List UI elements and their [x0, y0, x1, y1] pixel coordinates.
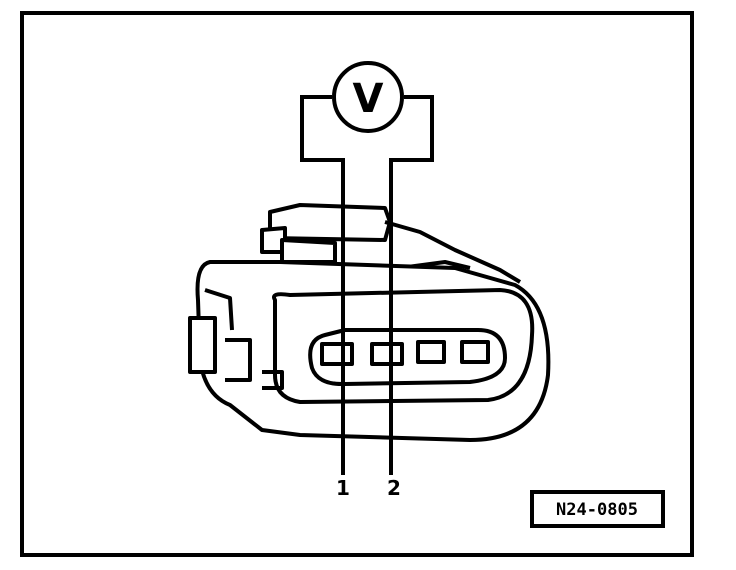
probe-lead-1	[300, 95, 345, 475]
probe-leads	[300, 95, 434, 475]
voltmeter-label: V	[353, 76, 384, 122]
pin-label-2: 2	[387, 476, 401, 500]
figure-code: N24-0805	[556, 500, 638, 520]
connector-housing	[188, 203, 551, 442]
figure-code-box: N24-0805	[530, 490, 665, 528]
voltmeter-symbol: V	[332, 61, 404, 133]
pin-label-1: 1	[336, 476, 350, 500]
probe-lead-2	[389, 95, 434, 475]
